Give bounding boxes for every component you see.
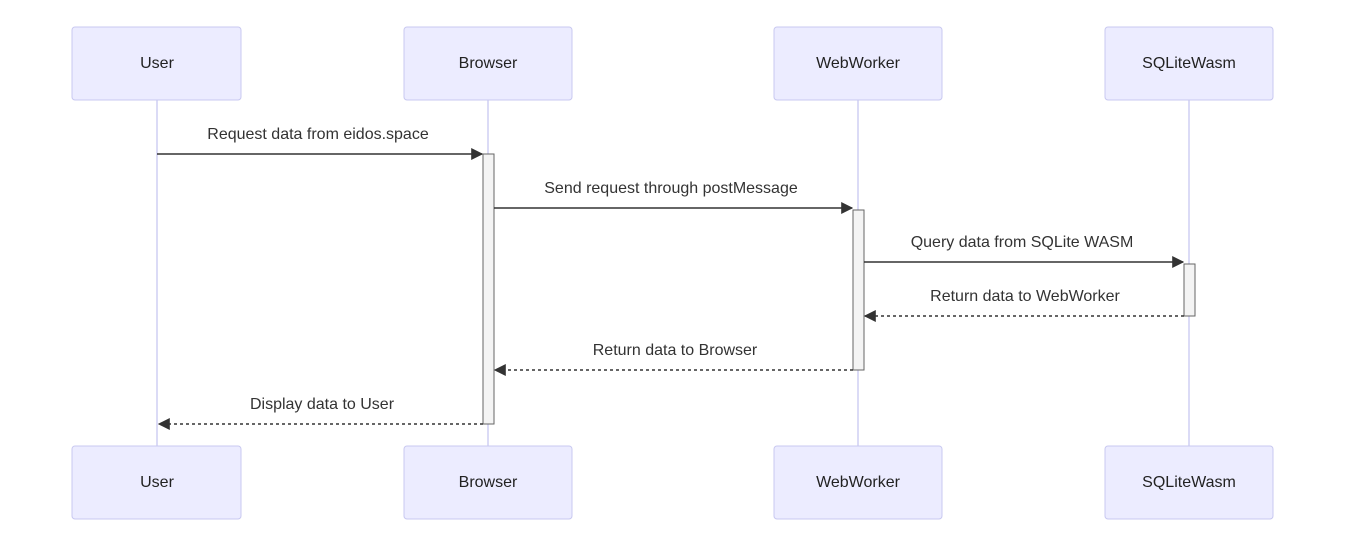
activations xyxy=(482,153,1196,425)
message-label: Query data from SQLite WASM xyxy=(911,234,1134,251)
actor-label: SQLiteWasm xyxy=(1142,55,1236,72)
messages: Request data from eidos.space Send reque… xyxy=(157,126,1185,430)
activation-webworker xyxy=(852,209,865,371)
message-label: Return data to Browser xyxy=(593,342,758,359)
message-label: Request data from eidos.space xyxy=(207,126,429,143)
lifelines xyxy=(156,100,1190,446)
actor-user-top[interactable]: User xyxy=(71,26,242,101)
actors-top: User Browser WebWorker SQLiteWasm xyxy=(71,26,1274,101)
activation-browser xyxy=(482,153,495,425)
actor-label: WebWorker xyxy=(816,474,901,491)
actor-label: Browser xyxy=(459,55,518,72)
actor-browser-bottom[interactable]: Browser xyxy=(403,445,573,520)
message-label: Return data to WebWorker xyxy=(930,288,1120,305)
message-label: Display data to User xyxy=(250,396,395,413)
actors-bottom: User Browser WebWorker SQLiteWasm xyxy=(71,445,1274,520)
actor-sqlitewasm-top[interactable]: SQLiteWasm xyxy=(1104,26,1274,101)
actor-label: User xyxy=(140,474,174,491)
message-display-to-user: Display data to User xyxy=(157,396,483,430)
actor-webworker-top[interactable]: WebWorker xyxy=(773,26,943,101)
actor-user-bottom[interactable]: User xyxy=(71,445,242,520)
message-return-to-webworker: Return data to WebWorker xyxy=(863,288,1184,322)
message-query-data: Query data from SQLite WASM xyxy=(864,234,1185,268)
message-request-data: Request data from eidos.space xyxy=(157,126,484,160)
actor-label: SQLiteWasm xyxy=(1142,474,1236,491)
message-label: Send request through postMessage xyxy=(544,180,798,197)
activation-sqlitewasm xyxy=(1183,263,1196,317)
actor-sqlitewasm-bottom[interactable]: SQLiteWasm xyxy=(1104,445,1274,520)
actor-label: User xyxy=(140,55,174,72)
actor-webworker-bottom[interactable]: WebWorker xyxy=(773,445,943,520)
actor-label: WebWorker xyxy=(816,55,901,72)
actor-browser-top[interactable]: Browser xyxy=(403,26,573,101)
actor-label: Browser xyxy=(459,474,518,491)
message-return-to-browser: Return data to Browser xyxy=(493,342,853,376)
message-send-request: Send request through postMessage xyxy=(494,180,854,214)
